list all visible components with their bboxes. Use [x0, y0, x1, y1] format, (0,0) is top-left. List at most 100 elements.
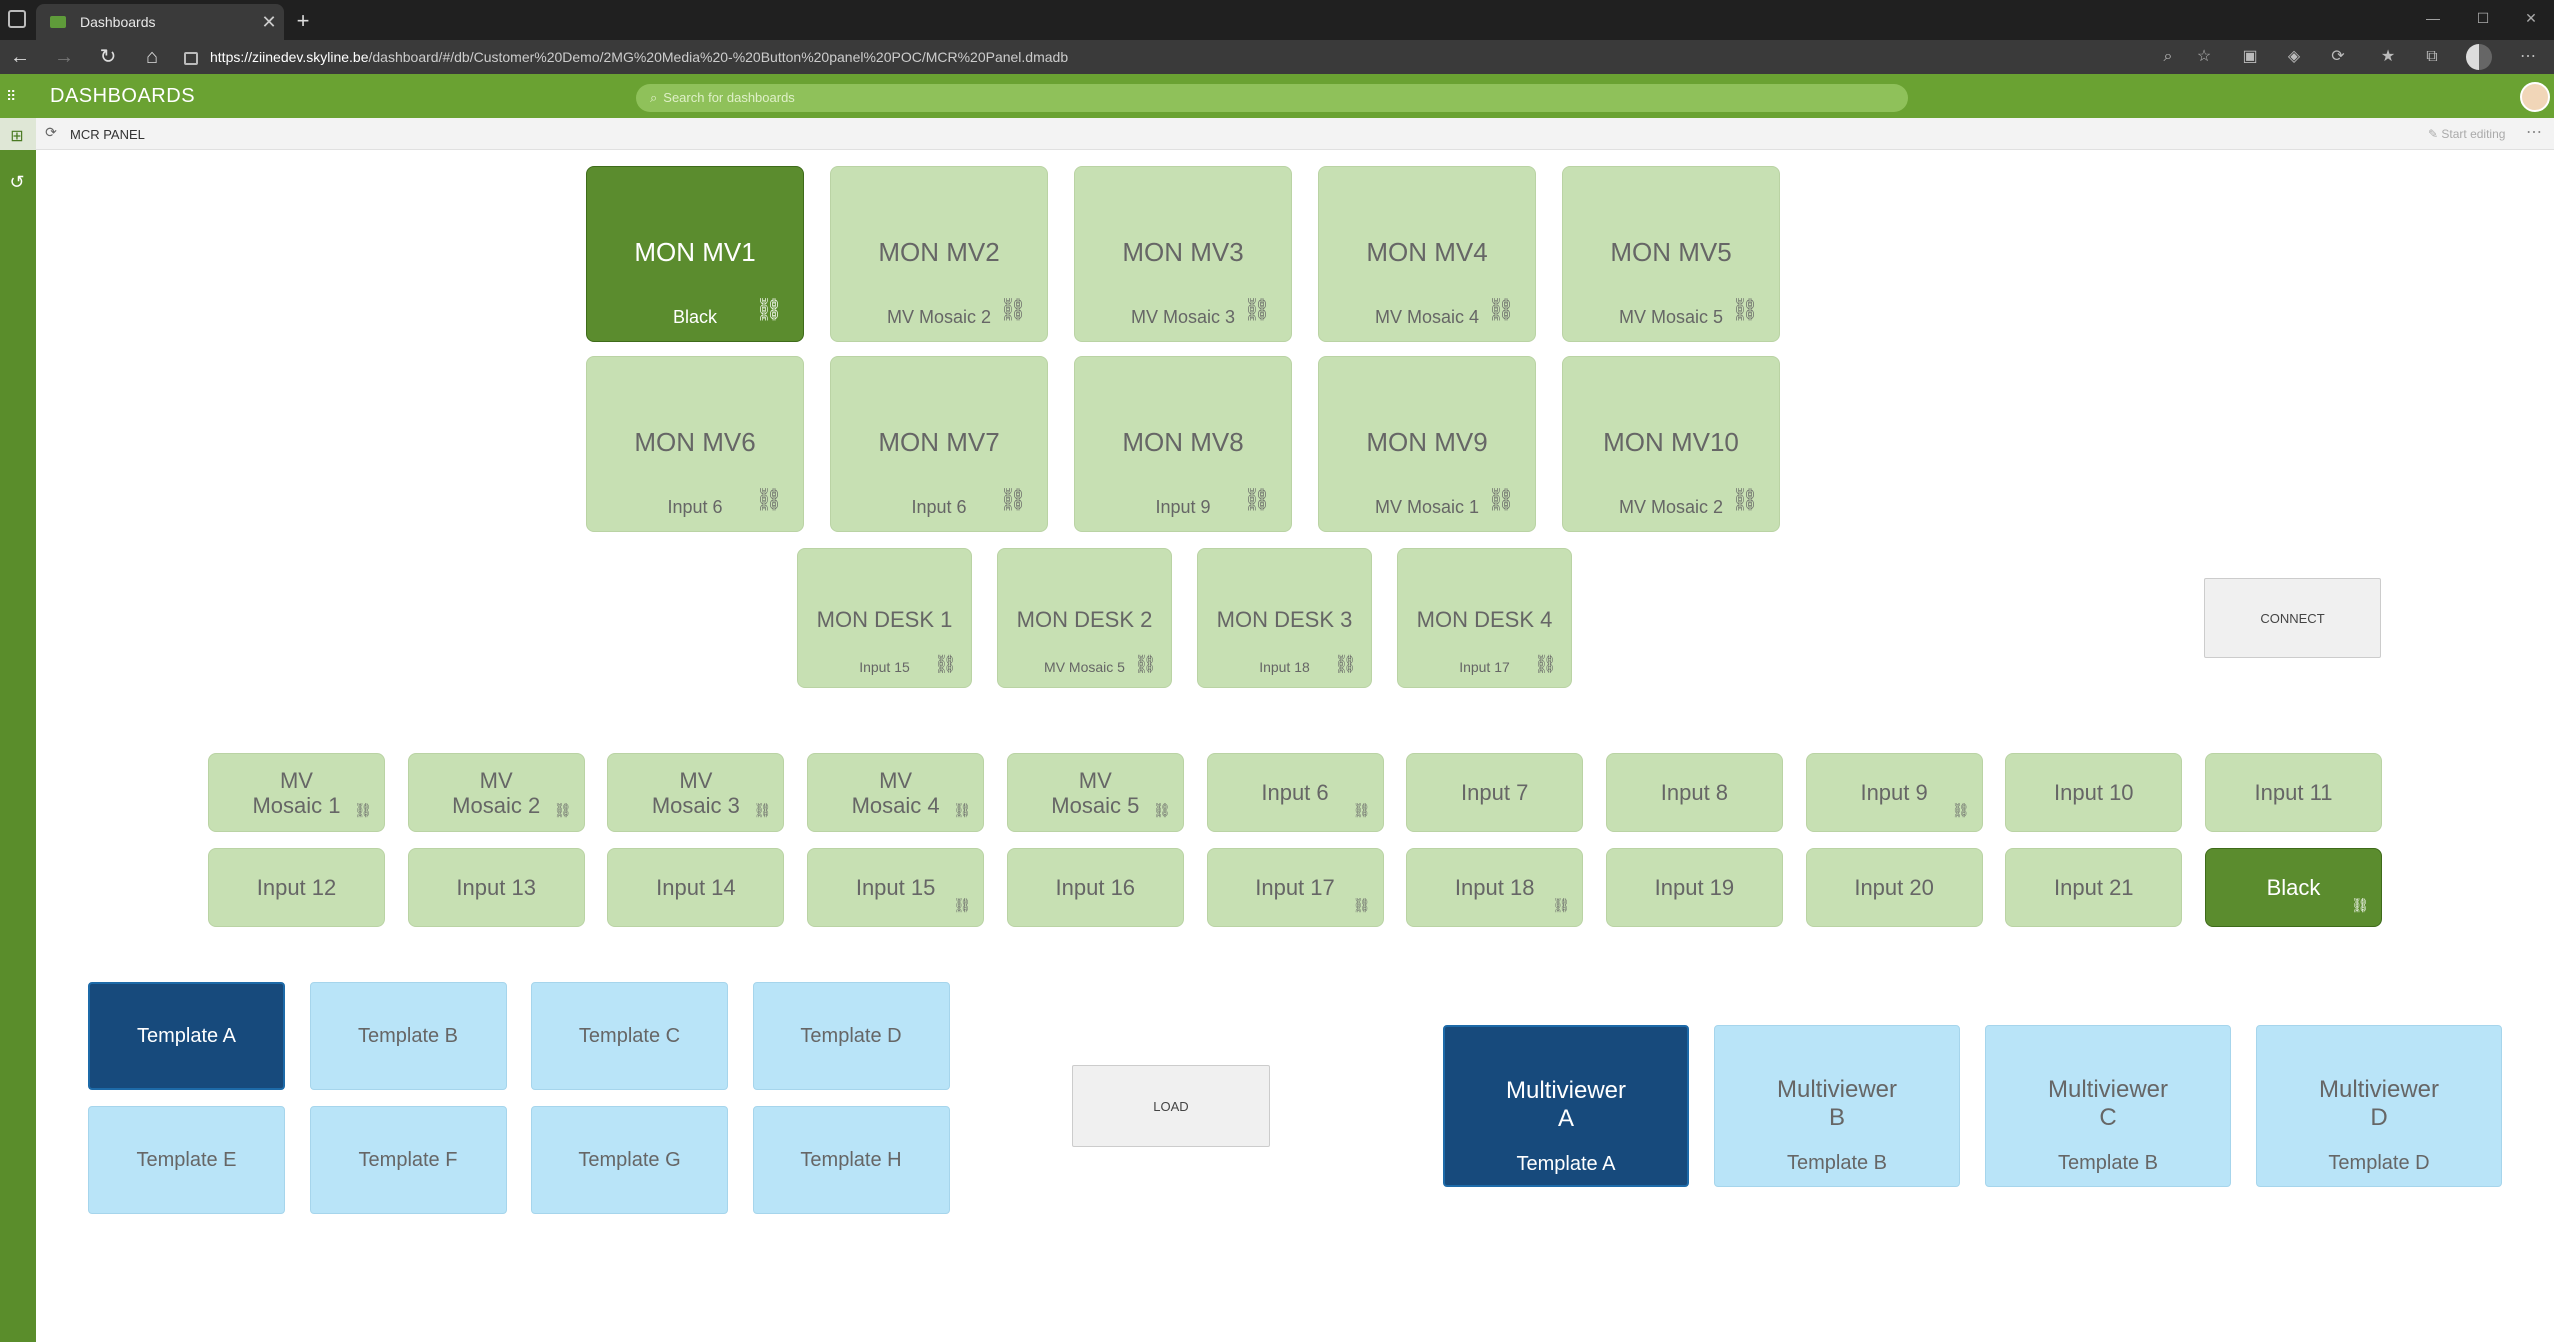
template-button[interactable]: Template F — [309, 1106, 507, 1214]
monitor-source: Input 9 — [1155, 497, 1211, 517]
link-icon: ⛓ — [953, 897, 972, 913]
forward-icon[interactable]: → — [54, 46, 74, 68]
source-button[interactable]: Input 16 — [1006, 848, 1184, 927]
source-button[interactable]: Input 15⛓ — [807, 848, 985, 927]
connect-button[interactable]: CONNECT — [2204, 578, 2381, 658]
lock-icon — [184, 51, 198, 65]
start-editing-button[interactable]: ✎ Start editing — [2428, 127, 2506, 141]
source-label: Input 17 — [1255, 875, 1335, 900]
source-button[interactable]: Black⛓ — [2205, 848, 2382, 927]
template-button[interactable]: Template E — [88, 1106, 285, 1214]
close-tab-icon[interactable]: ✕ — [261, 11, 277, 32]
collections-icon[interactable]: ⧉ — [2426, 48, 2438, 65]
tab-actions-icon[interactable] — [8, 10, 26, 28]
more-options-icon[interactable]: ⋯ — [2520, 48, 2536, 65]
search-input[interactable]: ⌕Search for dashboards — [636, 84, 1908, 112]
browser-tab[interactable]: Dashboards ✕ — [36, 4, 284, 40]
source-button[interactable]: Input 14 — [607, 848, 785, 927]
source-button[interactable]: Input 11 — [2205, 753, 2382, 832]
template-button[interactable]: Template H — [752, 1106, 950, 1214]
extension-icon[interactable]: ▣ — [2242, 48, 2258, 65]
new-tab-button[interactable]: + — [296, 8, 310, 33]
source-button[interactable]: MV Mosaic 1⛓ — [208, 753, 385, 832]
template-button[interactable]: Template D — [752, 982, 950, 1090]
source-button[interactable]: Input 10 — [2005, 753, 2183, 832]
link-icon: ⛓ — [1731, 297, 1759, 322]
source-button[interactable]: Input 8 — [1605, 753, 1783, 832]
monitor-title: MON MV6 — [634, 427, 756, 457]
template-button[interactable]: Template A — [88, 982, 285, 1090]
load-button[interactable]: LOAD — [1072, 1065, 1270, 1147]
link-icon: ⛓ — [999, 297, 1027, 322]
link-icon: ⛓ — [753, 802, 772, 818]
history-icon[interactable]: ↺ — [9, 172, 25, 192]
refresh-icon[interactable]: ⟳ — [45, 124, 57, 140]
link-icon: ⛓ — [1951, 802, 1970, 818]
multiviewer-title: Multiviewer B — [1776, 1076, 1898, 1131]
sync-icon[interactable]: ⟳ — [2331, 48, 2345, 65]
source-button[interactable]: Input 18⛓ — [1406, 848, 1584, 927]
source-button[interactable]: Input 9 ⛓ — [1805, 753, 1983, 832]
browser-profile-avatar[interactable] — [2466, 44, 2492, 70]
dashboards-tree-icon[interactable]: ⊞ — [10, 128, 24, 145]
source-button[interactable]: Input 21 — [2005, 848, 2183, 927]
source-button[interactable]: Input 12 — [208, 848, 385, 927]
monitor-source: Input 6 — [667, 497, 723, 517]
more-icon[interactable]: ⋯ — [2526, 124, 2542, 141]
source-label: Input 14 — [656, 875, 736, 900]
source-button[interactable]: MV Mosaic 2 ⛓ — [407, 753, 585, 832]
extension-icon[interactable]: ◈ — [2287, 48, 2301, 65]
app-launcher-icon[interactable]: ⠿ — [6, 88, 16, 104]
home-icon[interactable]: ⌂ — [145, 46, 159, 68]
source-label: Input 7 — [1461, 780, 1529, 805]
zoom-icon[interactable]: ⌕ — [2163, 48, 2173, 65]
source-button[interactable]: Input 6⛓ — [1206, 753, 1384, 832]
template-button[interactable]: Template C — [531, 982, 728, 1090]
template-button[interactable]: Template G — [531, 1106, 728, 1214]
favorites-icon[interactable]: ★ — [2380, 48, 2396, 65]
source-label: Input 13 — [456, 875, 536, 900]
source-button[interactable]: Input 13 — [407, 848, 585, 927]
source-button[interactable]: Input 17⛓ — [1206, 848, 1384, 927]
source-label: Input 9 — [1860, 780, 1928, 805]
source-button[interactable]: MV Mosaic 4⛓ — [807, 753, 985, 832]
source-button[interactable]: Input 20 — [1805, 848, 1983, 927]
maximize-icon[interactable]: ☐ — [2476, 10, 2490, 26]
user-avatar[interactable] — [2520, 82, 2550, 112]
back-icon[interactable]: ← — [10, 46, 30, 68]
close-window-icon[interactable]: ✕ — [2525, 10, 2537, 26]
source-label: Input 18 — [1454, 875, 1535, 900]
source-button[interactable]: MV Mosaic 5⛓ — [1006, 753, 1184, 832]
template-button[interactable]: Template B — [309, 982, 507, 1090]
nav-dashboards-selected — [0, 118, 36, 150]
address-bar[interactable]: https://ziinedev.skyline.be/dashboard/#/… — [184, 44, 2174, 70]
source-label: MV Mosaic 2 — [452, 767, 541, 818]
link-icon: ⛓ — [553, 802, 572, 818]
source-button[interactable]: Input 7 — [1406, 753, 1584, 832]
minimize-icon[interactable]: — — [2426, 10, 2440, 26]
source-button[interactable]: Input 19 — [1605, 848, 1783, 927]
source-button[interactable]: MV Mosaic 3⛓ — [607, 753, 785, 832]
app-title: DASHBOARDS — [50, 85, 196, 107]
reload-icon[interactable]: ↻ — [99, 46, 117, 68]
desk-title: MON DESK 1 — [816, 607, 953, 632]
favorite-add-icon[interactable]: ☆ — [2196, 48, 2212, 65]
